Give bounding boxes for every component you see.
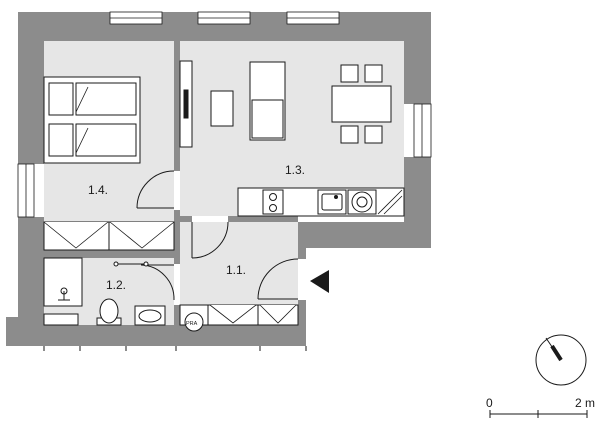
window-lines	[25, 17, 423, 217]
wall-bed-living-lower	[174, 210, 180, 258]
toilet-bowl-icon	[99, 298, 119, 324]
door-bedroom	[136, 170, 180, 210]
compass-needle-icon	[550, 344, 563, 362]
door-gap	[174, 171, 180, 210]
door-gap	[298, 259, 306, 300]
living-furniture	[179, 60, 392, 148]
wall-bottom-right	[298, 222, 431, 248]
compass	[535, 334, 587, 386]
room-labels: 1.4. 1.3. 1.2. 1.1.	[88, 163, 305, 292]
coffee-table	[210, 90, 234, 127]
wall-right-upper	[404, 12, 431, 104]
room-label-living: 1.3.	[285, 163, 305, 177]
wardrobe-door-mark	[43, 221, 175, 249]
blanket-2	[75, 123, 137, 157]
room-label-hall: 1.1.	[226, 263, 246, 277]
pillow-2	[48, 123, 74, 157]
blanket-1	[75, 82, 137, 116]
walls	[6, 12, 431, 346]
wall-bath-hall-upper	[174, 258, 180, 264]
windows	[17, 11, 432, 218]
blanket-fold	[75, 86, 89, 113]
hall-cabinet-door-mark	[209, 304, 297, 324]
facade-marks	[43, 346, 307, 351]
fridge-icon	[356, 196, 368, 208]
doors	[136, 170, 306, 305]
towel-rail-end	[113, 261, 119, 267]
kitchen-corner-mark	[377, 189, 403, 215]
wardrobe	[43, 221, 175, 251]
scale-bar-start-label: 0	[486, 396, 493, 410]
sink-drain-icon	[334, 195, 338, 199]
wall-left-lower	[18, 217, 44, 317]
wall-bed-bath	[44, 250, 176, 258]
window-right	[413, 103, 432, 158]
bed	[43, 76, 141, 164]
wall-bottom	[6, 325, 306, 346]
sofa-seat	[251, 99, 284, 139]
vanity-counter	[43, 313, 79, 326]
stove-icon	[262, 189, 284, 215]
chair-icon	[364, 125, 383, 144]
wall-bed-living-upper	[174, 41, 180, 171]
scale-bar-end-label: 2 m	[575, 396, 595, 410]
door-entrance	[257, 258, 306, 300]
room-label-bedroom: 1.4.	[88, 183, 108, 197]
towel-rail-end	[143, 261, 149, 267]
shower-tray	[43, 257, 83, 307]
door-swing	[191, 221, 229, 259]
bathroom-fixtures	[43, 257, 166, 326]
chair-icon	[340, 64, 359, 83]
washer-label: PRA	[186, 321, 198, 327]
door-gap	[174, 264, 180, 305]
door-swing	[257, 258, 299, 300]
door-gap	[192, 216, 228, 222]
hall-fixtures	[179, 304, 299, 332]
washing-machine-drum-icon	[184, 312, 204, 332]
blanket-fold	[75, 127, 89, 154]
burner-icon	[269, 193, 277, 201]
door-living	[191, 216, 229, 259]
room-label-bathroom: 1.2.	[106, 278, 126, 292]
kitchen	[237, 187, 405, 217]
wall-left-upper	[18, 12, 44, 164]
chair-icon	[364, 64, 383, 83]
pillow-1	[48, 82, 74, 116]
burner-icon	[269, 204, 277, 212]
shower-rail	[58, 291, 70, 301]
entrance-arrow-icon	[310, 270, 329, 293]
wall-living-hall-right	[228, 216, 298, 222]
chair-icon	[340, 125, 359, 144]
scale-bar	[489, 410, 588, 418]
washbasin-bowl-icon	[138, 309, 162, 323]
tv-icon	[183, 89, 189, 119]
sink-basin	[321, 193, 343, 211]
wall-bath-hall-lower	[174, 305, 180, 325]
wall-living-hall-left	[180, 216, 192, 222]
dining-table	[331, 85, 392, 123]
door-swing	[136, 170, 175, 209]
